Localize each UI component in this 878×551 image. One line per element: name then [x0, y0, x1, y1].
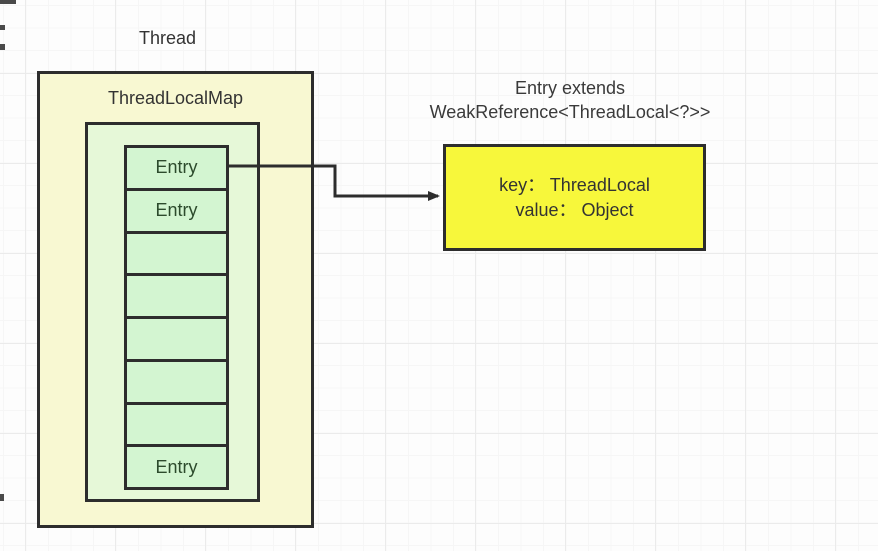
- entry-note-line1: Entry extends: [514, 78, 626, 98]
- entry-cell: Entry: [127, 148, 226, 191]
- entry-cell-label: Entry: [155, 456, 198, 477]
- entry-cell: [127, 233, 226, 277]
- edge-artifact: [0, 25, 5, 30]
- entry-detail-box: key： ThreadLocal value： Object: [443, 144, 706, 251]
- edge-artifact: [0, 0, 16, 4]
- entry-cell-label: Entry: [155, 157, 198, 178]
- entry-cell: [127, 276, 226, 319]
- entry-stack: Entry Entry Entry: [124, 145, 229, 490]
- thread-box-title: Thread: [138, 28, 197, 48]
- edge-artifact: [0, 44, 5, 50]
- threadlocalmap-title: ThreadLocalMap: [107, 88, 244, 108]
- entry-cell: Entry: [127, 447, 226, 487]
- entry-note-line2: WeakReference<ThreadLocal<?>>: [429, 102, 711, 122]
- entry-cell-label: Entry: [155, 200, 198, 221]
- entry-key-line: key： ThreadLocal: [499, 174, 650, 195]
- entry-cell: Entry: [127, 190, 226, 234]
- entry-cell: [127, 404, 226, 448]
- entry-cell: [127, 361, 226, 405]
- entry-note-caption: Entry extends WeakReference<ThreadLocal<…: [400, 76, 740, 124]
- entry-value-line: value： Object: [515, 199, 634, 220]
- entry-cell: [127, 319, 226, 362]
- edge-artifact: [0, 494, 4, 501]
